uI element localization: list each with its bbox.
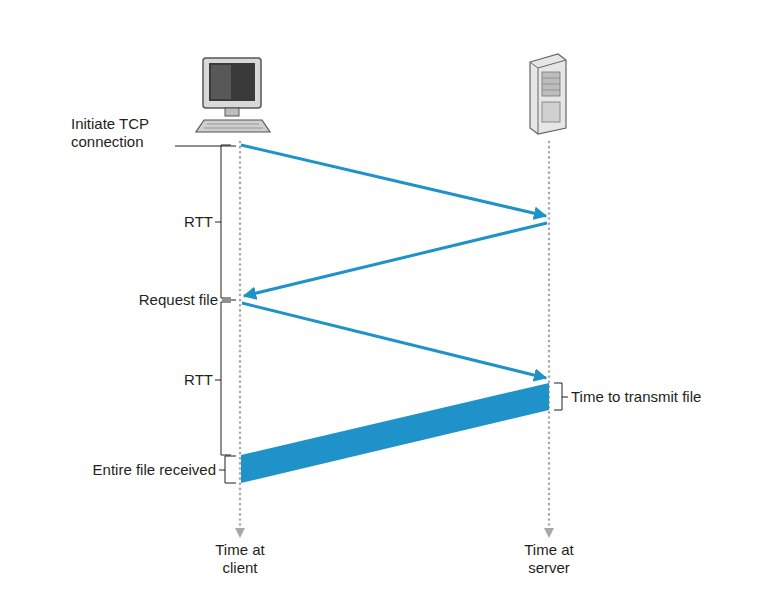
leader-line: [175, 146, 236, 147]
axis-label: Time at server: [520, 541, 578, 577]
bracket: [215, 145, 568, 483]
server-icon: [530, 54, 566, 134]
rtt-label: RTT: [184, 213, 213, 231]
file-transfer-band: [241, 383, 549, 483]
event-label: Initiate TCP connection: [71, 115, 171, 151]
client-computer-icon: [196, 58, 270, 132]
axis-label: Time at client: [211, 541, 269, 577]
rtt-label: RTT: [184, 371, 213, 389]
event-label: Entire file received: [93, 461, 216, 479]
duration-label: Time to transmit file: [571, 388, 701, 406]
message-arrow: [241, 145, 547, 378]
time-axis: [235, 142, 554, 538]
event-label: Request file: [139, 291, 218, 309]
